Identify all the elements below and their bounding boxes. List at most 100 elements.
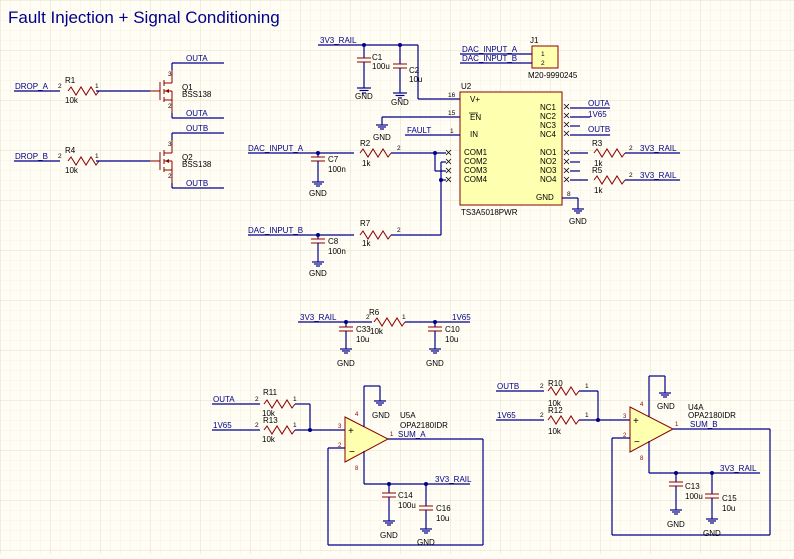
u2-ref: U2	[461, 82, 472, 91]
net-label-outb-q2-source: OUTB	[186, 179, 208, 188]
u2-pin-com2: COM2	[464, 157, 488, 166]
c8-value: 100n	[328, 247, 346, 256]
gnd-label-u5a: GND	[372, 411, 390, 420]
q2-ref: Q2	[182, 153, 193, 162]
r5-pin2: 2	[629, 172, 633, 179]
net-label-drop-b: DROP_B	[15, 152, 48, 161]
u2-pinnum-8: 8	[567, 191, 571, 198]
c33-value: 10u	[356, 335, 369, 344]
j1-pin1: 1	[541, 51, 545, 58]
r10-resistor	[547, 386, 580, 396]
r1-resistor	[67, 86, 100, 96]
r4-pin2: 2	[58, 153, 62, 160]
u2-pin-in: IN	[470, 130, 478, 139]
r11-value: 10k	[262, 409, 276, 418]
r7-pin2: 2	[397, 227, 401, 234]
gnd-label-c13: GND	[667, 520, 685, 529]
u2-pin-nc1: NC1	[540, 103, 557, 112]
r6-pin2: 2	[366, 314, 370, 321]
c15-value: 10u	[722, 504, 735, 513]
net-label-3v3-r3: 3V3_RAIL	[640, 144, 677, 153]
r6-divider-section: 3V3_RAIL 2 R6 10k 1 1V65 C33 10u GND C10…	[298, 308, 471, 368]
r1-value: 10k	[65, 96, 79, 105]
q1-value: BSS138	[182, 90, 212, 99]
q1-pin3: 3	[168, 71, 172, 78]
c16-ref: C16	[436, 504, 451, 513]
net-label-outb-u4: OUTB	[497, 382, 519, 391]
j1-value: M20-9990245	[528, 71, 578, 80]
q2-mosfet	[150, 133, 173, 188]
net-label-dac-b: DAC_INPUT_B	[248, 226, 303, 235]
u2-pin-com3: COM3	[464, 166, 488, 175]
u2-pin-en: EN	[470, 113, 481, 122]
u5a-pin4: 4	[355, 412, 359, 418]
u2-pinnum-1: 1	[450, 128, 454, 135]
r1-ref: R1	[65, 76, 76, 85]
r5-value: 1k	[594, 186, 603, 195]
gnd-label-en: GND	[373, 133, 391, 142]
net-label-outa-nc: OUTA	[588, 99, 610, 108]
c1-value: 100u	[372, 62, 390, 71]
r10-ref: R10	[548, 379, 563, 388]
c14-ref: C14	[398, 491, 413, 500]
q2-pin3: 3	[168, 141, 172, 148]
net-label-sum-b: SUM_B	[690, 420, 718, 429]
net-label-3v3-r5: 3V3_RAIL	[640, 171, 677, 180]
r5-resistor	[593, 175, 626, 185]
r3-ref: R3	[592, 139, 603, 148]
u2-pinnum-16: 16	[448, 92, 456, 99]
r5-ref: R5	[592, 166, 603, 175]
r12-pin2: 2	[540, 412, 544, 419]
u4a-section: OUTB 2 R10 10k 1 1V65 2 R12 10k 1 + − 3 …	[496, 375, 771, 538]
r11-ref: R11	[263, 388, 278, 397]
r12-pin1: 1	[585, 412, 589, 419]
j1-pin2: 2	[541, 60, 545, 67]
u2-body	[459, 91, 563, 206]
u4a-pin3: 3	[623, 414, 627, 420]
r11-resistor	[263, 399, 296, 409]
gnd-label-c16: GND	[417, 538, 435, 547]
r6-value: 10k	[370, 327, 384, 336]
gnd-label-c15: GND	[703, 529, 721, 538]
r10-value: 10k	[548, 399, 562, 408]
r10-pin1: 1	[585, 383, 589, 390]
r10-pin2: 2	[540, 383, 544, 390]
r2-resistor	[359, 148, 392, 158]
c13-ref: C13	[685, 482, 700, 491]
r7-resistor	[359, 230, 392, 240]
r4-ref: R4	[65, 146, 76, 155]
r11-pin1: 1	[293, 396, 297, 403]
q1-ref: Q1	[182, 83, 193, 92]
u2-pin-gnd: GND	[536, 193, 554, 202]
u4a-ref: U4A	[688, 403, 704, 412]
r13-ref: R13	[263, 416, 278, 425]
r12-ref: R12	[548, 406, 563, 415]
r6-ref: R6	[369, 308, 380, 317]
u4a-plus: +	[633, 416, 639, 427]
c7-value: 100n	[328, 165, 346, 174]
u2-pin-no2: NO2	[540, 157, 557, 166]
u5a-section: OUTA 2 R11 10k 1 1V65 2 R13 10k 1 + − 3 …	[212, 385, 484, 547]
u2-pin-no1: NO1	[540, 148, 557, 157]
gnd-label-c14: GND	[380, 531, 398, 540]
net-label-outa-q1-drain: OUTA	[186, 54, 208, 63]
net-label-sum-a: SUM_A	[398, 430, 426, 439]
r1-pin2: 2	[58, 83, 62, 90]
net-label-3v3-top: 3V3_RAIL	[320, 36, 357, 45]
net-label-1v65-nc: 1V65	[588, 110, 607, 119]
gnd-label-c7: GND	[309, 189, 327, 198]
net-label-1v65-u5: 1V65	[213, 421, 232, 430]
gnd-label-c33: GND	[337, 359, 355, 368]
c15-ref: C15	[722, 494, 737, 503]
u5a-pin3: 3	[338, 424, 342, 430]
u2-pin-nc3: NC3	[540, 121, 557, 130]
r4-resistor	[67, 156, 100, 166]
j1-connector: J1 1 2 DAC_INPUT_A DAC_INPUT_B M20-99902…	[460, 36, 578, 80]
u5a-minus: −	[349, 447, 355, 458]
r13-pin2: 2	[255, 422, 259, 429]
u5a-pin8: 8	[355, 466, 359, 472]
r12-resistor	[547, 415, 580, 425]
u2-pin-nc2: NC2	[540, 112, 557, 121]
net-label-1v65-r6: 1V65	[452, 313, 471, 322]
